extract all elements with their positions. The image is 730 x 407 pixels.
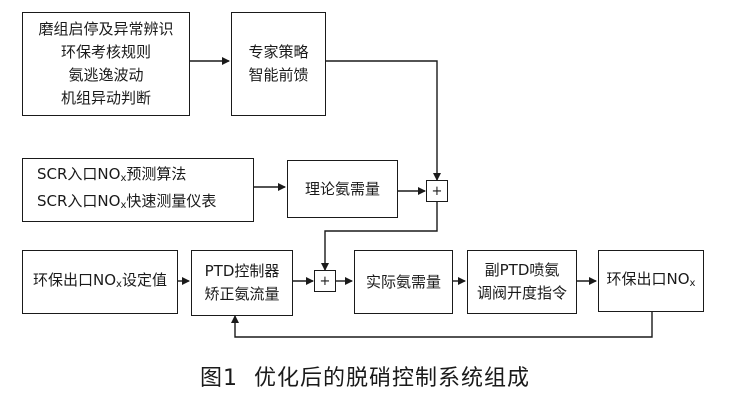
- outlet-setpoint-box: 环保出口NOx设定值: [22, 250, 178, 314]
- startup-rules-box: 磨组启停及异常辨识 环保考核规则 氨逃逸波动 机组异动判断: [22, 12, 190, 116]
- figure-title: 优化后的脱硝控制系统组成: [253, 366, 530, 391]
- theory-line-1: 理论氨需量: [304, 179, 380, 198]
- ptd-line-1: PTD控制器: [204, 262, 280, 280]
- figure-caption: 图1 优化后的脱硝控制系统组成: [0, 360, 730, 392]
- startup-line-3: 氨逃逸波动: [68, 66, 144, 84]
- setpoint-line-1: 环保出口NOx设定值: [33, 270, 167, 290]
- ptd-controller-box: PTD控制器 矫正氨流量: [191, 250, 293, 316]
- summing-junction-top: +: [426, 180, 448, 202]
- outlet-line-1: 环保出口NOx: [606, 269, 696, 289]
- scr-line-2: SCR入口NOx快速测量仪表: [37, 192, 217, 211]
- valve-line-2: 调阀开度指令: [476, 284, 567, 302]
- arrow-sum-to-lower-sum: [321, 202, 438, 271]
- scr-inlet-box: SCR入口NOx预测算法 SCR入口NOx快速测量仪表: [22, 158, 254, 222]
- theory-ammonia-box: 理论氨需量: [287, 160, 398, 218]
- startup-line-4: 机组异动判断: [60, 89, 151, 107]
- arrow-feedback: [231, 312, 653, 338]
- startup-line-1: 磨组启停及异常辨识: [38, 20, 174, 38]
- expert-strategy-box: 专家策略 智能前馈: [231, 12, 326, 116]
- figure-number: 图1: [199, 366, 238, 391]
- actual-line-1: 实际氨需量: [365, 272, 441, 291]
- valve-command-box: 副PTD喷氨 调阀开度指令: [467, 250, 577, 314]
- summing-junction-bottom: +: [314, 270, 336, 292]
- outlet-nox-box: 环保出口NOx: [598, 250, 704, 312]
- valve-line-1: 副PTD喷氨: [484, 261, 560, 279]
- actual-ammonia-box: 实际氨需量: [354, 250, 453, 314]
- expert-line-1: 专家策略: [248, 43, 309, 61]
- startup-line-2: 环保考核规则: [60, 43, 151, 61]
- ptd-line-2: 矫正氨流量: [204, 285, 280, 303]
- scr-line-1: SCR入口NOx预测算法: [37, 165, 187, 184]
- arrow-expert-to-sum: [326, 60, 441, 181]
- expert-line-2: 智能前馈: [248, 66, 309, 84]
